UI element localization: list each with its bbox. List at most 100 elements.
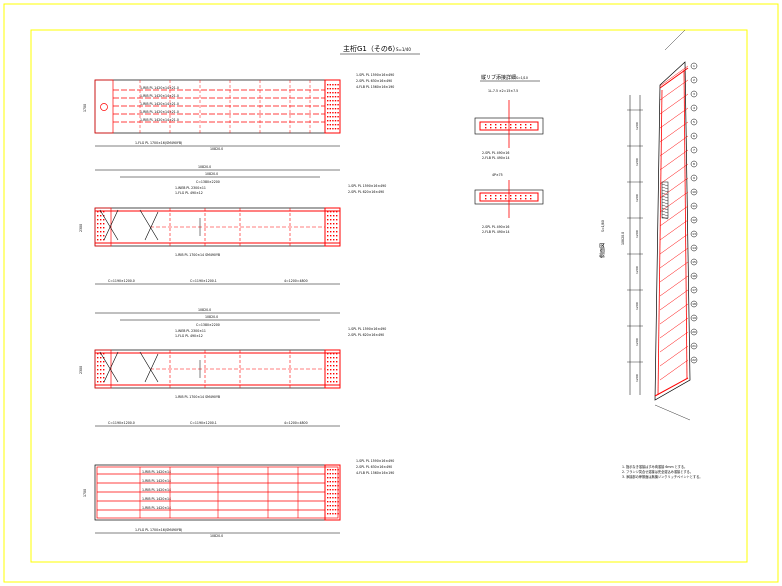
web1-bolt-left — [97, 239, 99, 241]
web2-bolt — [333, 365, 335, 367]
rib-detail-2-bolt — [485, 195, 487, 197]
side-view-stiffener-line — [659, 289, 689, 311]
web1-bolt-left — [100, 231, 102, 233]
web2-bolt — [333, 357, 335, 359]
web2-bolt — [330, 357, 332, 359]
side-view-web-red-2 — [683, 69, 688, 379]
lower-flange-bolt — [337, 505, 339, 507]
web1-bolt-left — [103, 219, 105, 221]
side-view-balloon — [690, 160, 698, 168]
general-notes: 1. 指示なき溶接はすみ肉溶接 6mm とする。 2. フランジ突合せ溶接は完全… — [622, 464, 702, 479]
side-view-balloon — [690, 188, 698, 196]
web1-dim-3: 4=1200=4800 — [284, 279, 308, 283]
rib-detail-1-bolt — [485, 127, 487, 129]
side-view-balloon-label: 11 — [692, 204, 696, 208]
web2-bolt-left — [103, 353, 105, 355]
outer-frame — [3, 3, 779, 583]
lower-flange-rib-label: 1-RIB PL 1420×14 — [142, 488, 171, 492]
lower-flange-bolt — [337, 509, 339, 511]
web2-bolt — [327, 365, 329, 367]
upper-flange-bolt — [334, 96, 337, 98]
side-view-balloon — [690, 286, 698, 294]
lower-flange-callout-1: 1-SPL PL 1590×16×490 — [356, 459, 394, 463]
web1-bolt — [330, 219, 332, 221]
web1-bolt — [336, 211, 338, 213]
web2-bolt-left — [100, 357, 102, 359]
lower-flange-bolt — [329, 485, 331, 487]
side-view-balloon — [690, 314, 698, 322]
side-view-stiffener-line — [659, 65, 689, 87]
side-view-stiffener-line — [659, 93, 689, 115]
upper-flange-bolt — [327, 120, 329, 122]
side-view-balloon-label: 2 — [693, 78, 695, 82]
upper-flange-bolt — [334, 128, 337, 130]
web1-dim-1: C=1190×1200.0 — [108, 279, 135, 283]
web2-bolt — [333, 361, 335, 363]
rib-detail-2-bolt — [500, 198, 502, 200]
lower-flange-bolt — [337, 501, 339, 503]
web1-bolt-left — [100, 219, 102, 221]
upper-flange-bolt — [329, 104, 331, 106]
web1-bolt-left — [97, 219, 99, 221]
web2-bolt-left — [100, 361, 102, 363]
side-view-stiffener-line — [659, 177, 689, 199]
web2-bolt — [330, 365, 332, 367]
upper-flange-bolt — [337, 112, 339, 114]
rib-detail-2-bolt — [510, 195, 512, 197]
side-view-balloon-label: 4 — [693, 106, 695, 110]
upper-flange-splice-right — [324, 79, 341, 134]
lower-flange-inner — [96, 466, 339, 519]
upper-flange-bolt — [329, 116, 331, 118]
upper-flange-bolt — [327, 104, 329, 106]
upper-flange-bolt — [332, 104, 334, 106]
web2-bolt — [333, 369, 335, 371]
web1-bolt — [327, 227, 329, 229]
lower-flange-bolt — [334, 501, 337, 503]
side-view-balloon-label: 13 — [692, 232, 696, 236]
upper-flange-bolt — [329, 88, 331, 90]
web1-bolt-left — [103, 227, 105, 229]
web2-bolt-left — [100, 365, 102, 367]
lower-flange-bolt — [332, 497, 334, 499]
rib-detail-1-bolt — [525, 127, 527, 129]
lower-flange-bottom-callout: 1-FLG PL 1700×16(SM490YB) — [135, 528, 182, 532]
lower-flange-bolt — [334, 509, 337, 511]
side-view-hatch-line — [661, 183, 669, 187]
lower-flange-bolt — [327, 497, 329, 499]
web1-bolt — [327, 215, 329, 217]
side-view-balloon — [690, 76, 698, 84]
side-view-balloon-label: 3 — [693, 92, 695, 96]
rib-detail-2-bolt — [485, 198, 487, 200]
side-view-balloon-label: 17 — [692, 288, 696, 292]
web1-bolt-left — [97, 215, 99, 217]
upper-flange-bolt — [334, 92, 337, 94]
side-view-stiffener-line — [659, 261, 689, 283]
rib-detail-2-bolt — [500, 195, 502, 197]
side-view-stiffener-line — [659, 317, 689, 339]
web1-bolt — [330, 231, 332, 233]
web1-c-label: C=1380×2200 — [196, 180, 220, 184]
upper-flange-bolt — [332, 124, 334, 126]
rib-detail-1-bolt — [520, 124, 522, 126]
web1-bolt — [327, 235, 329, 237]
web1-bolt-left — [97, 231, 99, 233]
side-view-stiffener-line — [659, 121, 689, 143]
web2-bolt — [330, 353, 332, 355]
web1-stiffeners — [169, 208, 291, 246]
upper-flange-rib-label: 1-RIB PL 1420×14×21.0 — [140, 86, 179, 90]
side-view-balloon — [690, 328, 698, 336]
lower-flange-bolt — [334, 489, 337, 491]
web1-height-label: 2300 — [79, 224, 83, 232]
lower-flange-bolt — [327, 469, 329, 471]
rib-detail-2-bolt — [495, 198, 497, 200]
upper-flange-bolt — [334, 84, 337, 86]
upper-flange-bolt — [334, 112, 337, 114]
lower-flange-bolt — [329, 477, 331, 479]
lower-flange-bolt — [337, 489, 339, 491]
upper-flange-bolt — [327, 116, 329, 118]
rib-detail-2-callout-2: 2-FLB PL 490×14 — [482, 230, 510, 234]
lower-flange-bolt — [329, 469, 331, 471]
side-view-hatch-line — [661, 189, 669, 193]
rib-detail-1-bolt — [515, 127, 517, 129]
upper-flange-bolt — [327, 84, 329, 86]
